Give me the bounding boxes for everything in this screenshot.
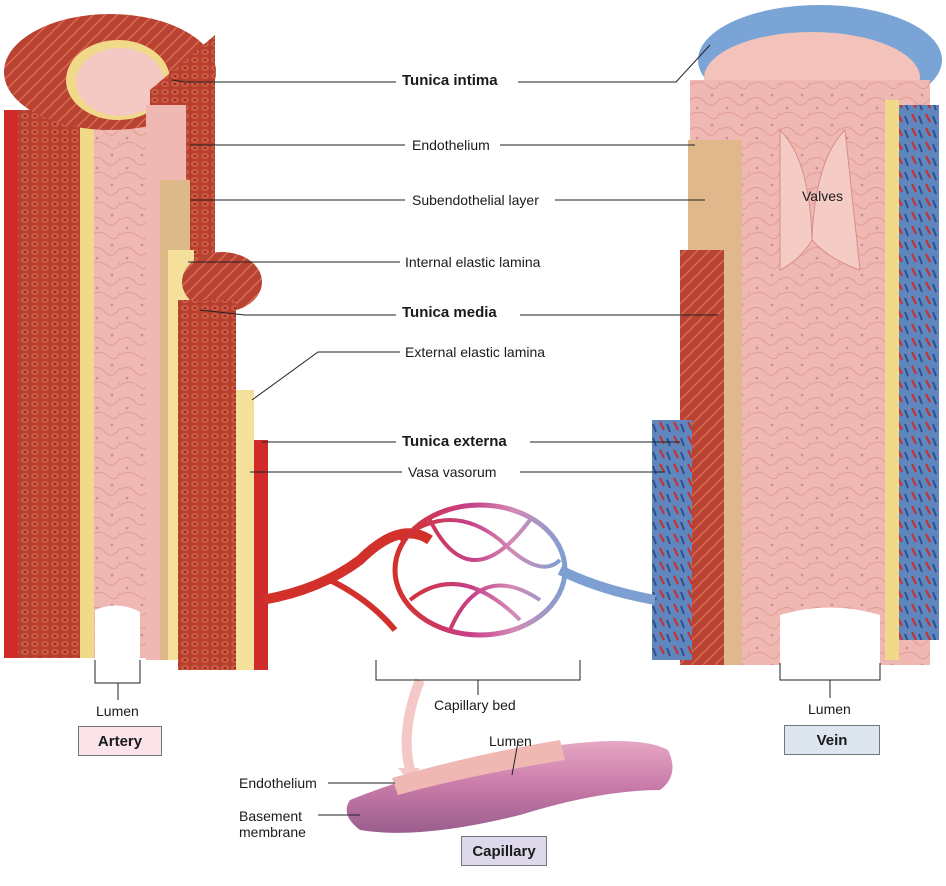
- artery-intima-wall: [94, 105, 146, 658]
- artery-media-left: [18, 110, 80, 658]
- label-lumen-vein: Lumen: [808, 701, 851, 717]
- label-subendothelial-layer: Subendothelial layer: [412, 192, 539, 208]
- label-basement-membrane: Basement membrane: [239, 808, 306, 840]
- arteriole-branch: [328, 577, 398, 632]
- leader-tunica-intima-vein: [518, 44, 711, 83]
- label-endothelium: Endothelium: [412, 137, 490, 153]
- artery-elastic-left: [80, 110, 94, 658]
- label-valves: Valves: [802, 188, 843, 204]
- capillary-bed-illustration: [261, 502, 656, 638]
- artery-title-box: Artery: [78, 726, 162, 756]
- bracket-vein-lumen: [779, 663, 881, 698]
- zoom-arrow: [401, 678, 425, 772]
- label-vasa-vasorum: Vasa vasorum: [408, 464, 497, 480]
- leader-tunica-intima-artery: [171, 79, 396, 83]
- vein-externa-right: [899, 105, 939, 640]
- leader-tunica-media-artery: [199, 309, 396, 316]
- artery-lower-media: [178, 300, 236, 670]
- label-tunica-intima: Tunica intima: [402, 72, 498, 89]
- leader-external-elastic: [251, 351, 400, 401]
- artery-lumen-top: [76, 48, 164, 116]
- artery-external-elastic: [236, 390, 254, 670]
- capillary-endothelium: [392, 740, 565, 795]
- bracket-capillary-bed: [375, 660, 581, 695]
- capillary-tube: [346, 741, 673, 833]
- artery-externa-strip: [4, 110, 18, 658]
- capillary-network: [398, 518, 562, 631]
- vein-valve-right: [811, 128, 861, 271]
- venule: [557, 565, 656, 605]
- vein-lumen-opening: [780, 607, 880, 665]
- label-lumen-artery: Lumen: [96, 703, 139, 719]
- capillary-title-box: Capillary: [461, 836, 547, 866]
- artery-lower-externa: [254, 440, 268, 670]
- leader-lines: [94, 44, 881, 816]
- capillary-loop-outer: [392, 502, 568, 638]
- capillary-tube-illustration: [346, 678, 673, 833]
- label-internal-elastic-lamina: Internal elastic lamina: [405, 254, 541, 270]
- leader-cap-lumen: [511, 741, 519, 776]
- bracket-artery-lumen: [94, 660, 141, 700]
- label-external-elastic-lamina: External elastic lamina: [405, 344, 546, 360]
- vein-illustration: [652, 5, 942, 665]
- artery-lumen-opening: [95, 605, 140, 660]
- label-tunica-externa: Tunica externa: [402, 433, 507, 450]
- vein-externa-left: [652, 420, 692, 660]
- vein-title-box: Vein: [784, 725, 880, 755]
- label-capillary-endothelium: Endothelium: [239, 775, 317, 791]
- label-tunica-media: Tunica media: [402, 304, 497, 321]
- vein-elastic-right: [885, 100, 899, 660]
- artery-lower-ring: [182, 252, 262, 312]
- label-capillary-lumen: Lumen: [489, 733, 532, 749]
- artery-illustration: [4, 14, 268, 670]
- label-capillary-bed: Capillary bed: [434, 697, 516, 713]
